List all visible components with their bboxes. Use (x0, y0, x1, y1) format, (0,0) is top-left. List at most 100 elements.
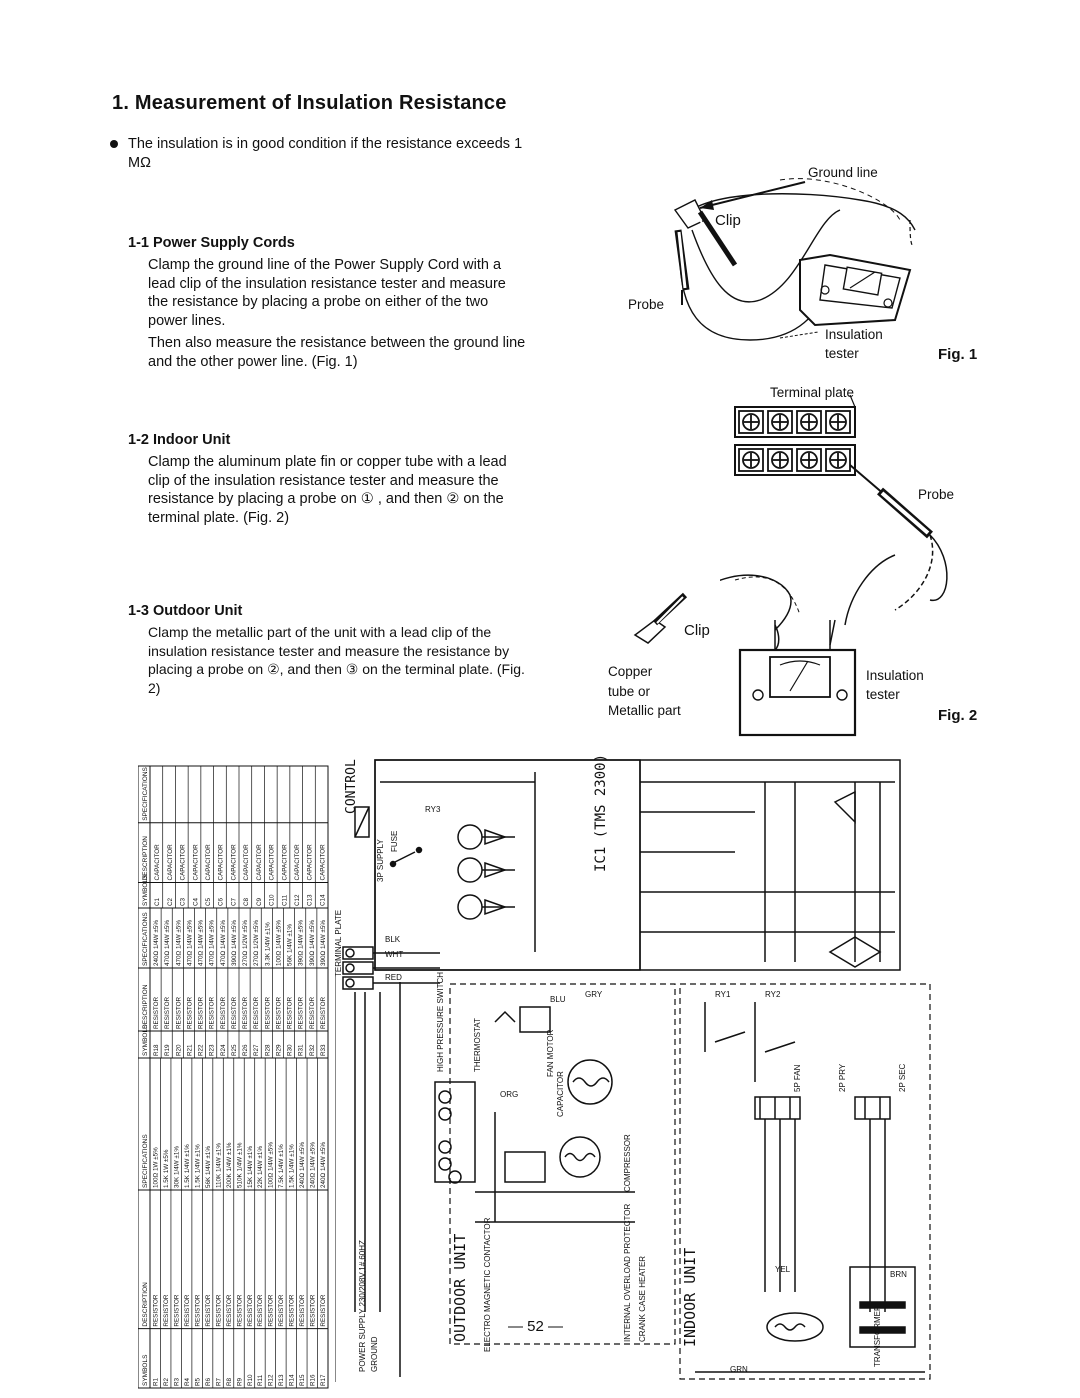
parts-cell: 470Ω 1/4W ±5% (209, 920, 216, 966)
parts-cell: R2 (163, 1377, 170, 1386)
schematic-contactor-label: ELECTRO MAGNETIC CONTACTOR (483, 1217, 492, 1352)
parts-cell: RESISTOR (194, 1294, 201, 1327)
parts-cell: RESISTOR (253, 996, 260, 1029)
indoor-unit-para: Clamp the aluminum plate fin or copper t… (148, 454, 507, 526)
parts-cell: RESISTOR (275, 996, 282, 1029)
parts-cell: RESISTOR (205, 1294, 212, 1327)
schematic-indoor-label: INDOOR UNIT (681, 1248, 699, 1347)
outdoor-unit-heading: 1-3 Outdoor Unit (128, 603, 243, 619)
schematic-thermostat-label: THERMOSTAT (473, 1018, 482, 1072)
parts-cell: R18 (153, 1044, 160, 1056)
parts-cell: 390Ω 1/4W ±5% (298, 920, 305, 966)
parts-cell: 100Ω 1/4W ±5% (268, 1142, 275, 1188)
parts-cell: 56K 1/4W ±1% (287, 924, 294, 966)
parts-header-2-0: SYMBOLS (142, 874, 149, 906)
parts-cell: RESISTOR (310, 1294, 317, 1327)
fig1-clip-label: Clip (715, 212, 741, 229)
parts-cell: RESISTOR (153, 1294, 160, 1327)
parts-cell: C14 (319, 894, 326, 906)
parts-cell: 100Ω 1W ±5% (153, 1147, 160, 1188)
parts-cell: C9 (256, 897, 263, 906)
parts-cell: C13 (307, 894, 314, 906)
parts-cell: 200K 1/4W ±1% (226, 1142, 233, 1188)
parts-cell: R19 (164, 1044, 171, 1056)
parts-cell: R15 (299, 1374, 306, 1386)
parts-cell: RESISTOR (320, 996, 327, 1029)
fig1-illustration (673, 178, 916, 341)
fig1-tester-label-2: tester (825, 346, 859, 361)
wire-red-label: RED (385, 973, 402, 982)
parts-cell: RESISTOR (184, 1294, 191, 1327)
parts-cell: CAPACITOR (180, 844, 187, 881)
fig2-probe-label: Probe (918, 487, 955, 502)
parts-cell: CAPACITOR (154, 844, 161, 881)
parts-cell: R29 (275, 1044, 282, 1056)
parts-cell: 1.5K 1/4W ±1% (289, 1144, 296, 1188)
parts-cell: R11 (257, 1374, 264, 1386)
parts-cell: RESISTOR (289, 1294, 296, 1327)
parts-cell: 390Ω 1/4W ±5% (320, 920, 327, 966)
parts-cell: 470Ω 1/4W ±5% (198, 920, 205, 966)
parts-cell: RESISTOR (198, 996, 205, 1029)
parts-cell: 1.5K 1/4W ±1% (194, 1144, 201, 1188)
parts-cell: CAPACITOR (294, 844, 301, 881)
parts-cell: 470Ω 1/4W ±5% (220, 920, 227, 966)
parts-cell: R22 (198, 1044, 205, 1056)
parts-cell: 470Ω 1/4W ±5% (186, 920, 193, 966)
parts-cell: R17 (320, 1374, 327, 1386)
parts-cell: R14 (289, 1374, 296, 1386)
fig2-clip-icon (633, 592, 688, 644)
parts-cell: 240Ω 1/4W ±5% (310, 1142, 317, 1188)
parts-cell: 3.3K 1/4W ±1% (264, 922, 271, 966)
fig2-clip-label: Clip (684, 622, 710, 639)
parts-cell: 390Ω 1/4W ±5% (231, 920, 238, 966)
parts-cell: RESISTOR (226, 1294, 233, 1327)
parts-cell: R1 (153, 1377, 160, 1386)
parts-cell: CAPACITOR (167, 844, 174, 881)
schematic-fan-motor-label: FAN MOTOR (546, 1029, 555, 1077)
parts-cell: RESISTOR (186, 996, 193, 1029)
parts-cell: R28 (264, 1044, 271, 1056)
parts-cell: RESISTOR (242, 996, 249, 1029)
parts-header-0-0: SYMBOLS (142, 1354, 149, 1386)
parts-cell: RESISTOR (298, 996, 305, 1029)
parts-cell: RESISTOR (268, 1294, 275, 1327)
parts-cell: C8 (243, 897, 250, 906)
parts-cell: CAPACITOR (269, 844, 276, 881)
parts-cell: R33 (320, 1044, 327, 1056)
bullet-icon (110, 140, 118, 149)
schematic-5p-fan-label: 5P FAN (793, 1064, 802, 1092)
parts-cell: R16 (310, 1374, 317, 1386)
fig2-tester-label-2: tester (866, 687, 900, 702)
parts-header-0-2: SPECIFICATIONS (142, 1134, 149, 1188)
wire-grn-label: GRN (730, 1365, 748, 1374)
parts-cell: 240Ω 1/4W ±5% (299, 1142, 306, 1188)
parts-cell: 110K 1/4W ±1% (215, 1143, 222, 1188)
power-supply-heading: 1-1 Power Supply Cords (128, 235, 295, 251)
parts-cell: R8 (226, 1377, 233, 1386)
fig1-tester-label-1: Insulation (825, 327, 883, 342)
fig2-tester-label-1: Insulation (866, 668, 924, 683)
parts-cell: R32 (309, 1044, 316, 1056)
schematic-2p-sec-label: 2P SEC (898, 1063, 907, 1092)
schematic-control-label: CONTROL P.W.-K24 (344, 752, 359, 814)
schematic-ic-label: IC1 (TMS 2300) (593, 754, 609, 872)
schematic-3p-supply-label: 3P SUPPLY (376, 838, 385, 882)
parts-cell: R24 (220, 1044, 227, 1056)
parts-cell: 22K 1/4W ±1% (257, 1146, 264, 1188)
fig2-copper-label-2: tube or (608, 684, 651, 699)
parts-cell: CAPACITOR (319, 844, 326, 881)
fig1-ground-line-label: Ground line (808, 165, 878, 180)
parts-header-2-1: DESCRIPTION (142, 836, 149, 881)
parts-cell: R5 (194, 1377, 201, 1386)
parts-cell: CAPACITOR (218, 844, 225, 881)
fig2-copper-label-3: Metallic part (608, 703, 681, 718)
parts-cell: 7.5K 1/4W ±1% (278, 1144, 285, 1188)
wire-blk-label: BLK (385, 935, 401, 944)
parts-cell: 240Ω 1/4W ±5% (153, 920, 160, 966)
parts-header-1-1: DESCRIPTION (142, 984, 149, 1029)
parts-cell: R21 (186, 1044, 193, 1056)
parts-cell: 270Ω 1/2W ±5% (242, 920, 249, 966)
parts-cell: RESISTOR (299, 1294, 306, 1327)
schematic-protector-label: INTERNAL OVERLOAD PROTECTOR (623, 1204, 632, 1342)
